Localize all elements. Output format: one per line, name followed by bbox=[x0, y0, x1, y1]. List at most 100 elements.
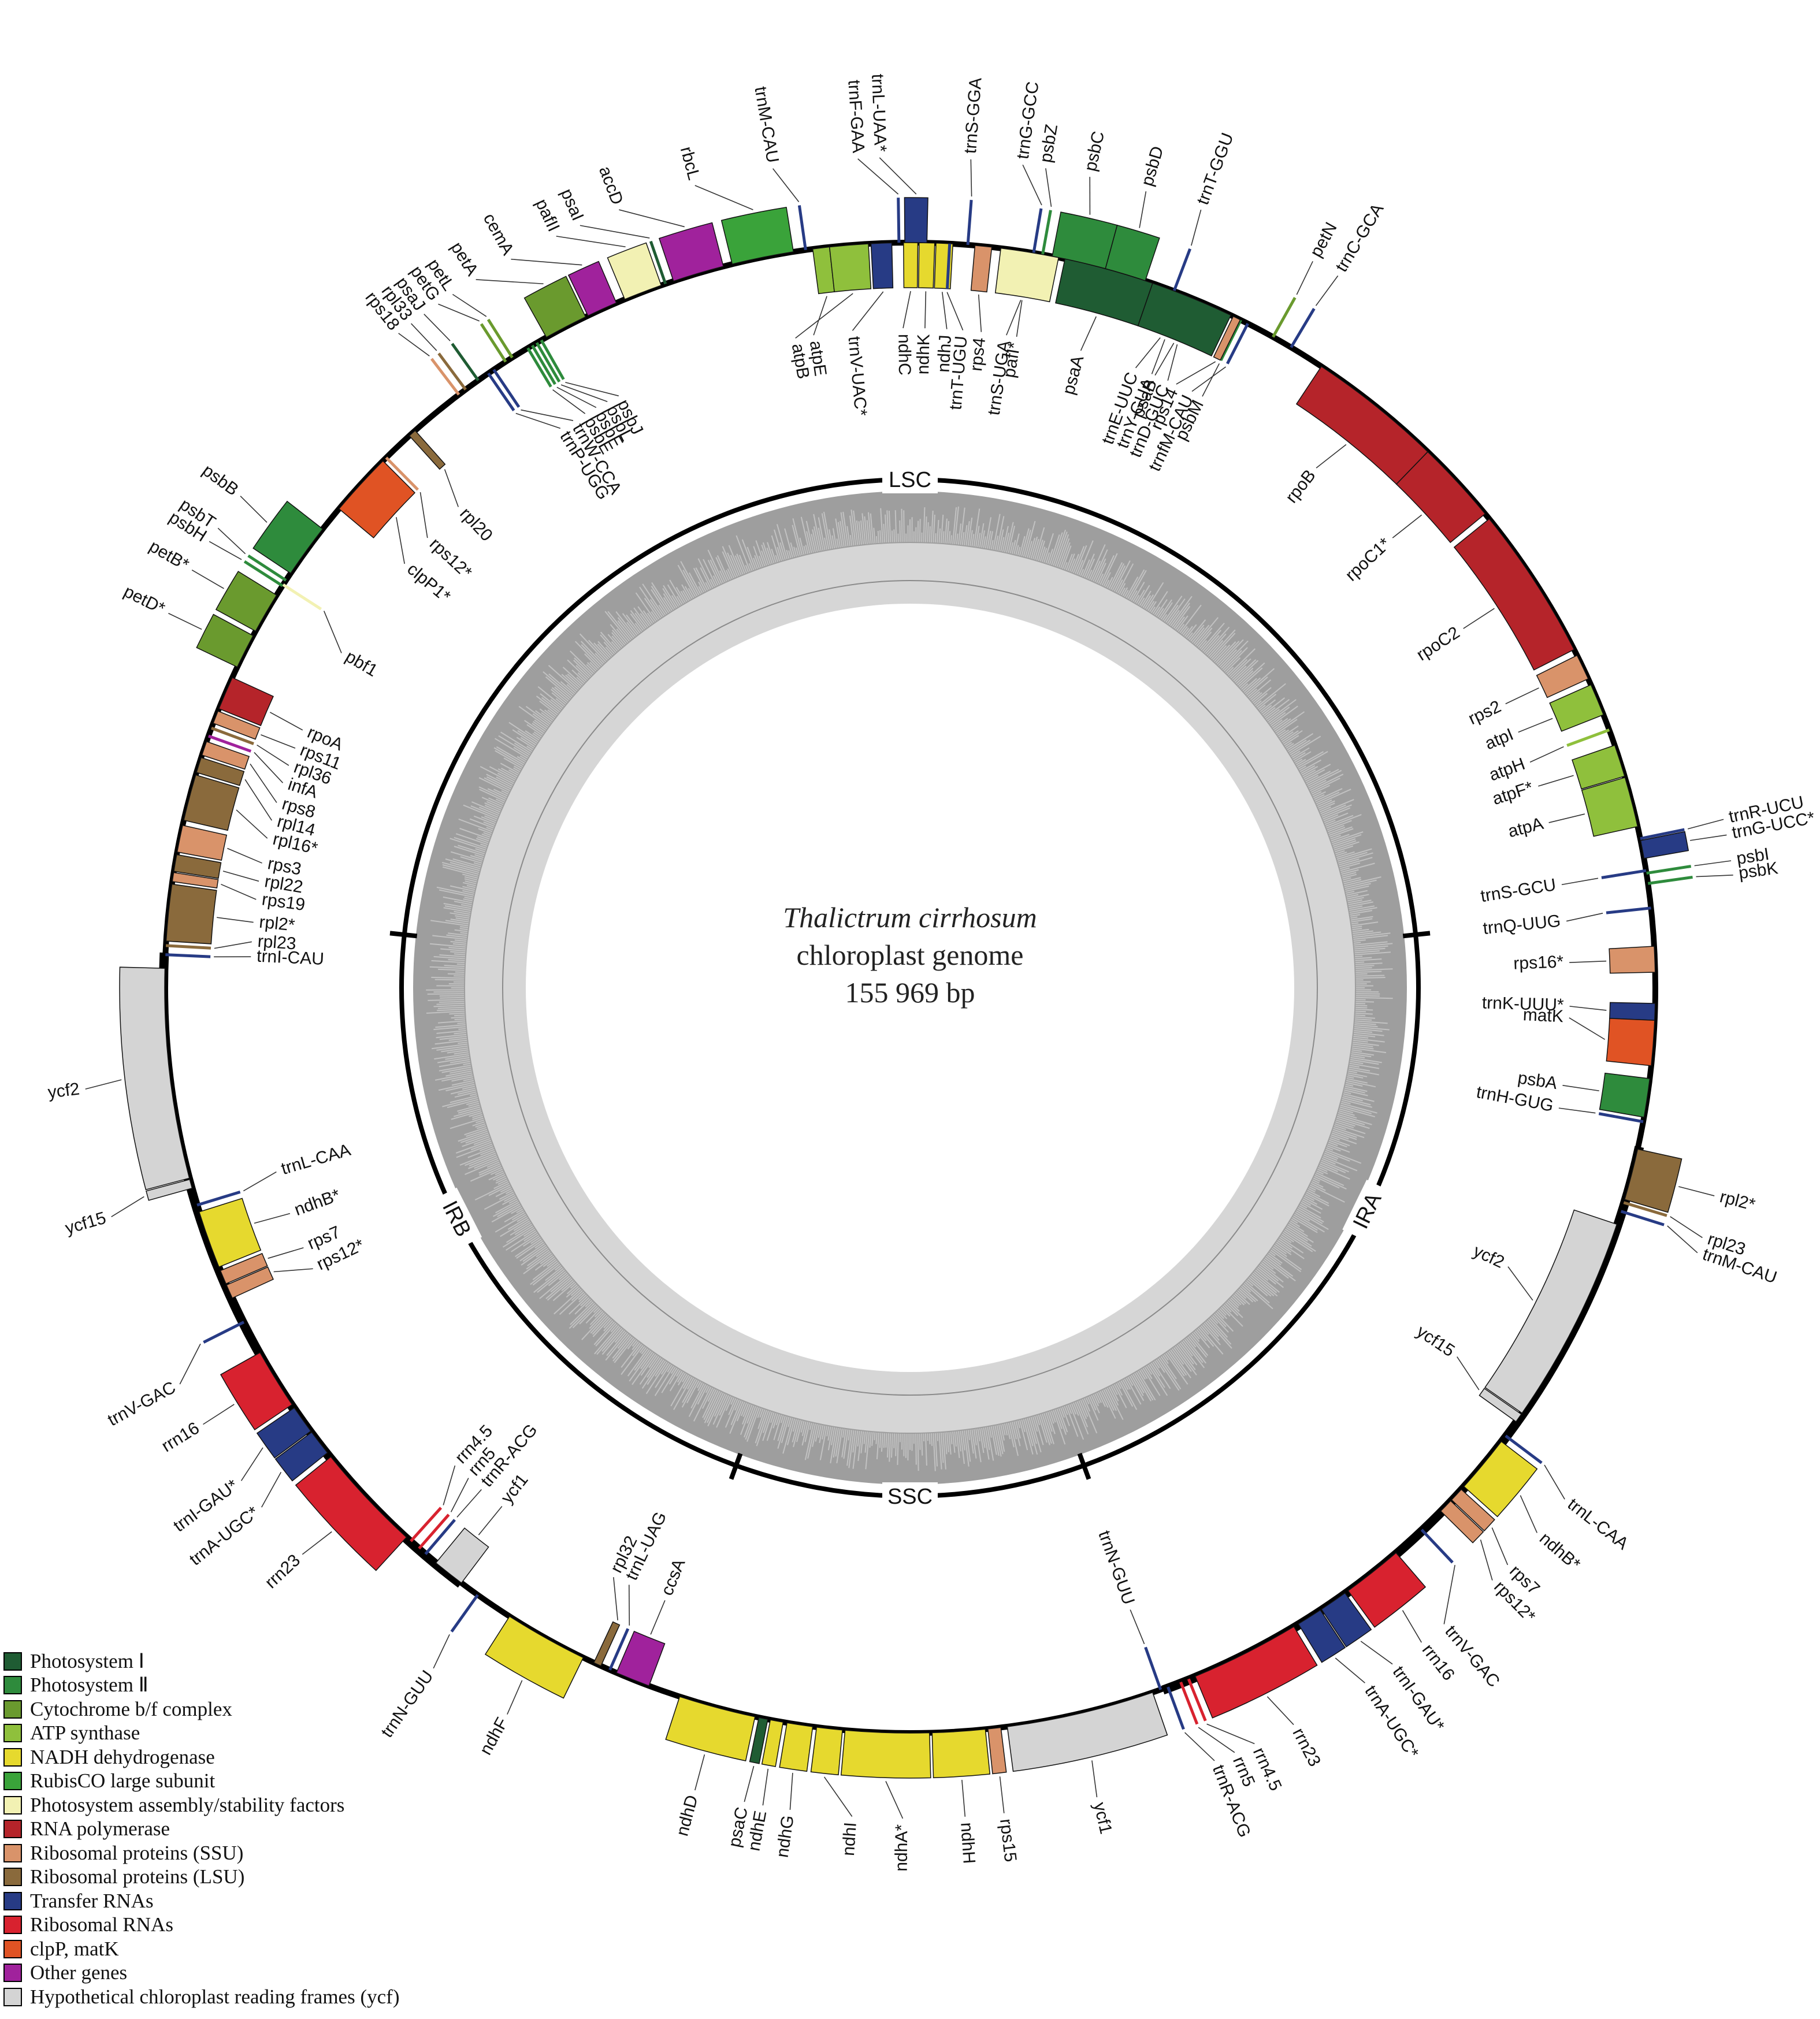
gene-trnm-cau: trnM-CAU bbox=[1621, 1211, 1780, 1288]
gene-leader-line bbox=[858, 159, 898, 194]
gene-leader-line bbox=[254, 752, 283, 783]
gene-mark bbox=[283, 585, 321, 609]
legend-swatch bbox=[3, 1988, 22, 2006]
gene-block bbox=[1609, 946, 1655, 973]
gene-block bbox=[166, 884, 217, 943]
gene-leader-line bbox=[443, 1466, 455, 1505]
gene-leader-line bbox=[1130, 1609, 1144, 1644]
gene-leader-line bbox=[1464, 608, 1495, 629]
gene-leader-line bbox=[521, 410, 573, 421]
gene-leader-line bbox=[1570, 1006, 1607, 1010]
gene-leader-line bbox=[268, 1248, 304, 1258]
gene-block bbox=[177, 826, 227, 861]
legend-label: Photosystem Ⅱ bbox=[30, 1674, 148, 1697]
gene-block bbox=[199, 1198, 261, 1267]
gene-label: ndhI bbox=[839, 1821, 860, 1857]
gene-leader-line bbox=[1267, 1697, 1294, 1725]
gene-label: cemA bbox=[480, 210, 518, 258]
gene-leader-line bbox=[695, 185, 753, 210]
gene-mark bbox=[1273, 298, 1295, 337]
gene-leader-line bbox=[227, 849, 262, 864]
gene-leader-line bbox=[1696, 875, 1733, 877]
gene-leader-line bbox=[1530, 747, 1563, 763]
gene-label: trnF-GAA bbox=[844, 79, 868, 154]
gene-leader-line bbox=[168, 613, 202, 630]
gene-label: psaA bbox=[1059, 354, 1088, 397]
legend-swatch bbox=[3, 1940, 22, 1958]
legend-swatch bbox=[3, 1916, 22, 1934]
gene-leader-line bbox=[1444, 1565, 1455, 1624]
gene-leader-line bbox=[962, 1780, 965, 1817]
gene-label: ycf2 bbox=[1470, 1241, 1507, 1272]
gene-leader-line bbox=[217, 917, 253, 922]
gene-block bbox=[253, 501, 322, 574]
gene-label: rpl2* bbox=[1718, 1187, 1757, 1214]
gene-leader-line bbox=[942, 292, 947, 329]
legend-swatch bbox=[3, 1964, 22, 1982]
gene-leader-line bbox=[438, 304, 479, 321]
gene-trnc-gca: trnC-GCA bbox=[1291, 200, 1388, 348]
gene-label: ycf2 bbox=[47, 1080, 81, 1102]
gene-leader-line bbox=[824, 1777, 852, 1817]
gene-leader-line bbox=[1168, 344, 1177, 381]
gene-leader-line bbox=[1559, 1108, 1595, 1113]
gene-leader-line bbox=[1207, 1724, 1255, 1743]
gene-leader-line bbox=[1176, 362, 1216, 384]
gene-leader-line bbox=[556, 236, 626, 247]
gene-leader-line bbox=[1191, 210, 1201, 246]
gene-peta: petA bbox=[447, 239, 585, 337]
gene-label: psbZ bbox=[1037, 123, 1061, 164]
gene-leader-line bbox=[796, 293, 853, 338]
gene-label: rpl2* bbox=[258, 913, 296, 935]
gene-leader-line bbox=[324, 611, 341, 653]
gene-leader-line bbox=[1670, 1217, 1703, 1237]
gene-mark bbox=[452, 1595, 478, 1632]
gene-label: psbA bbox=[1517, 1068, 1559, 1093]
gene-mark bbox=[1034, 209, 1041, 253]
gene-block bbox=[1610, 1002, 1655, 1020]
gene-leader-line bbox=[399, 333, 430, 356]
legend-item-nadh-dehydrogenase: NADH dehydrogenase bbox=[3, 1745, 523, 1769]
gene-leader-line bbox=[476, 280, 544, 284]
gene-leader-line bbox=[1688, 819, 1724, 829]
gene-label: trnM-CAU bbox=[751, 85, 782, 164]
gene-leader-line bbox=[1506, 688, 1539, 704]
gene-block bbox=[988, 1727, 1006, 1773]
gene-label: trnS-GCU bbox=[1479, 875, 1557, 906]
gene-label: ndhB* bbox=[1536, 1529, 1584, 1574]
gene-leader-line bbox=[1198, 1727, 1235, 1753]
gene-pafi: pafI* bbox=[996, 248, 1058, 380]
gene-leader-line bbox=[240, 496, 267, 523]
legend-label: Transfer RNAs bbox=[30, 1890, 154, 1913]
legend-item-ribosomal-proteins-ssu: Ribosomal proteins (SSU) bbox=[3, 1841, 523, 1865]
gene-leader-line bbox=[852, 292, 883, 330]
gene-mark bbox=[203, 1322, 244, 1343]
gene-label: trnS-GGA bbox=[961, 77, 986, 154]
gene-label: petD* bbox=[121, 582, 168, 618]
gene-block bbox=[841, 1730, 931, 1778]
gene-mark bbox=[532, 345, 555, 384]
gene-leader-line bbox=[1335, 1658, 1365, 1683]
gene-label: rpoC2 bbox=[1413, 623, 1464, 664]
legend-item-clpp-matk: clpP, matK bbox=[3, 1937, 523, 1961]
legend-label: Ribosomal proteins (LSU) bbox=[30, 1865, 244, 1888]
gene-leader-line bbox=[424, 314, 450, 341]
gene-clpp1: clpP1* bbox=[339, 461, 454, 607]
gene-mark bbox=[1647, 867, 1691, 873]
gene-leader-line bbox=[223, 871, 259, 882]
gene-label: trnV-GAC bbox=[1441, 1622, 1503, 1691]
gene-label: petA bbox=[447, 239, 481, 279]
legend-swatch bbox=[3, 1820, 22, 1838]
gene-label: rpl20 bbox=[456, 504, 496, 545]
gene-mark bbox=[898, 198, 899, 243]
gene-label: psbC bbox=[1081, 129, 1108, 173]
gene-trns-gcu: trnS-GCU bbox=[1479, 871, 1646, 906]
gene-rrn23: rrn23 bbox=[261, 1457, 406, 1592]
gene-leader-line bbox=[511, 259, 582, 265]
legend-label: Photosystem assembly/stability factors bbox=[30, 1794, 344, 1817]
gene-trnt-ggu: trnT-GGU bbox=[1174, 131, 1238, 291]
gene-label: rps16* bbox=[1513, 952, 1564, 973]
gene-mark bbox=[1291, 308, 1314, 347]
gene-pbf1: pbf1 bbox=[283, 585, 381, 681]
